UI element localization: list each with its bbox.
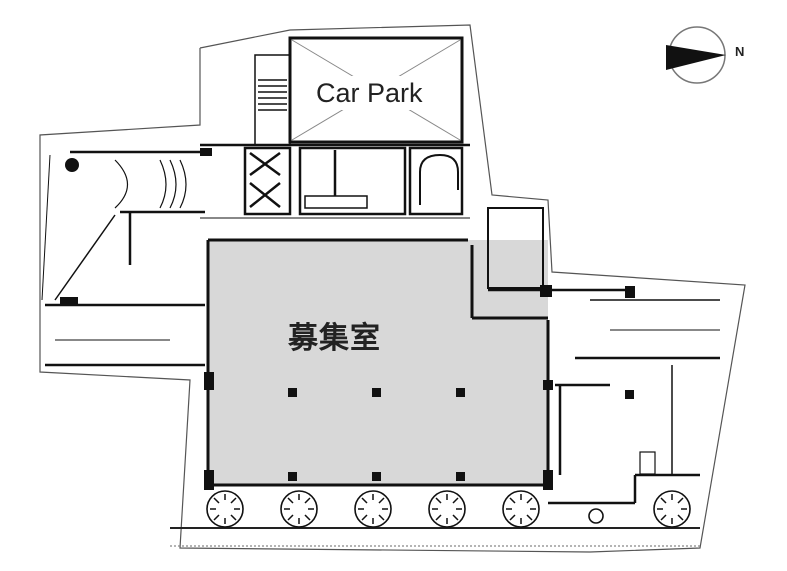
- car-park-label: Car Park: [316, 78, 423, 108]
- right-wing: [487, 207, 720, 505]
- north-arrow-icon: [666, 26, 726, 84]
- columns: [204, 372, 634, 490]
- main-hall-label: 募集室: [288, 321, 381, 356]
- car-park: [288, 36, 464, 144]
- trees: [206, 490, 691, 528]
- service-core: [200, 143, 470, 219]
- site-boundary: [39, 24, 746, 553]
- entrance-stairs: [41, 150, 205, 367]
- compass-north-label: N: [735, 44, 745, 59]
